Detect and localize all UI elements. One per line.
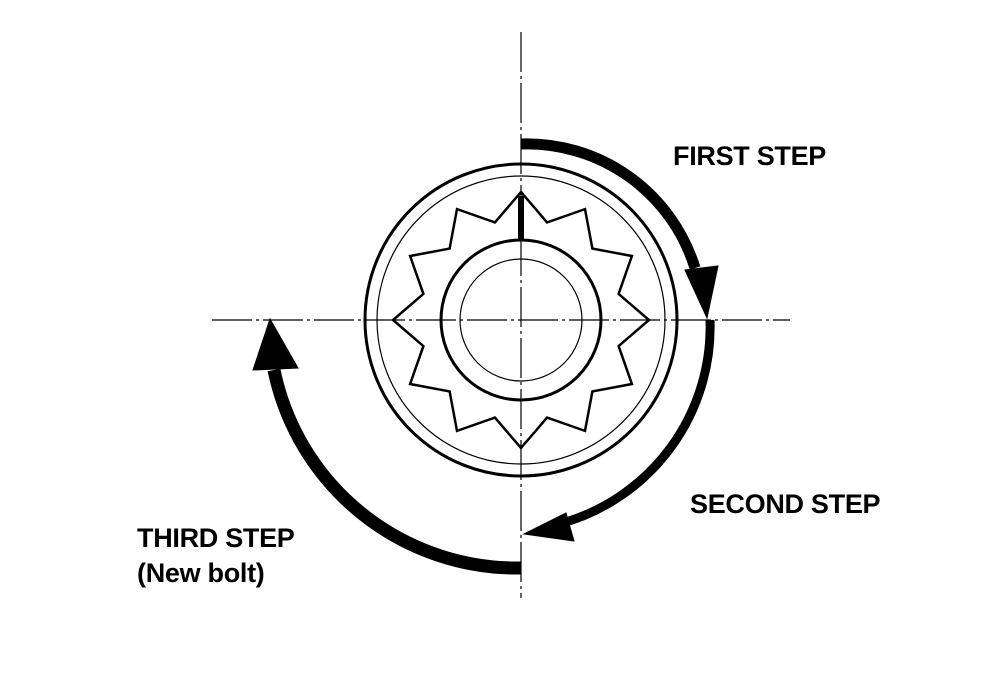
first-step-label: FIRST STEP (673, 141, 827, 171)
third-step-arrowhead (252, 317, 299, 371)
third-step-label: THIRD STEP (137, 523, 295, 553)
step-arrows (252, 138, 719, 575)
bolt-head-icon (363, 162, 679, 478)
twelve-point-head-outline (391, 190, 651, 450)
bolt-bore-circle (459, 258, 583, 382)
first-step-arrow-icon (520, 138, 701, 270)
second-step-arrowhead (522, 512, 575, 542)
second-step-arrow-icon (557, 319, 715, 529)
third-step-note: (New bolt) (137, 558, 265, 588)
third-step-arrow-icon (267, 368, 522, 575)
washer-outer-circle (363, 162, 679, 478)
center-lines (212, 32, 790, 598)
first-step-arrowhead (684, 265, 719, 320)
washer-inner-circle (376, 175, 666, 465)
second-step-label: SECOND STEP (690, 489, 881, 519)
